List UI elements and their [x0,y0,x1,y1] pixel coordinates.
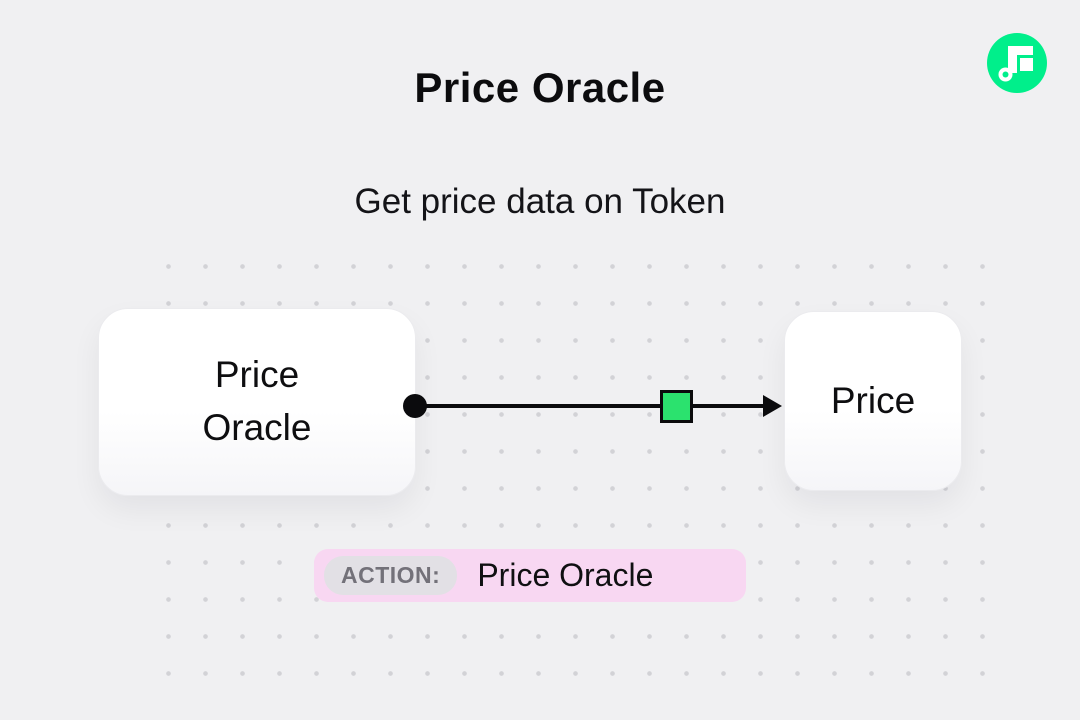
edge-line [414,404,770,408]
page-title: Price Oracle [414,64,666,111]
page-subtitle: Get price data on Token [354,182,726,221]
node-price-oracle-label: Price Oracle [202,354,312,448]
node-price: Price [784,311,962,491]
action-badge-value: Price Oracle [477,557,654,593]
edge-arrowhead-icon [763,395,782,417]
edge-start-dot [403,394,427,418]
action-badge: ACTION: Price Oracle [314,549,746,602]
edge-square-marker [660,390,693,423]
action-badge-label: ACTION: [324,556,458,595]
node-price-label: Price [830,380,916,421]
flow-logo-icon [987,33,1047,93]
node-price-oracle: Price Oracle [98,308,416,496]
